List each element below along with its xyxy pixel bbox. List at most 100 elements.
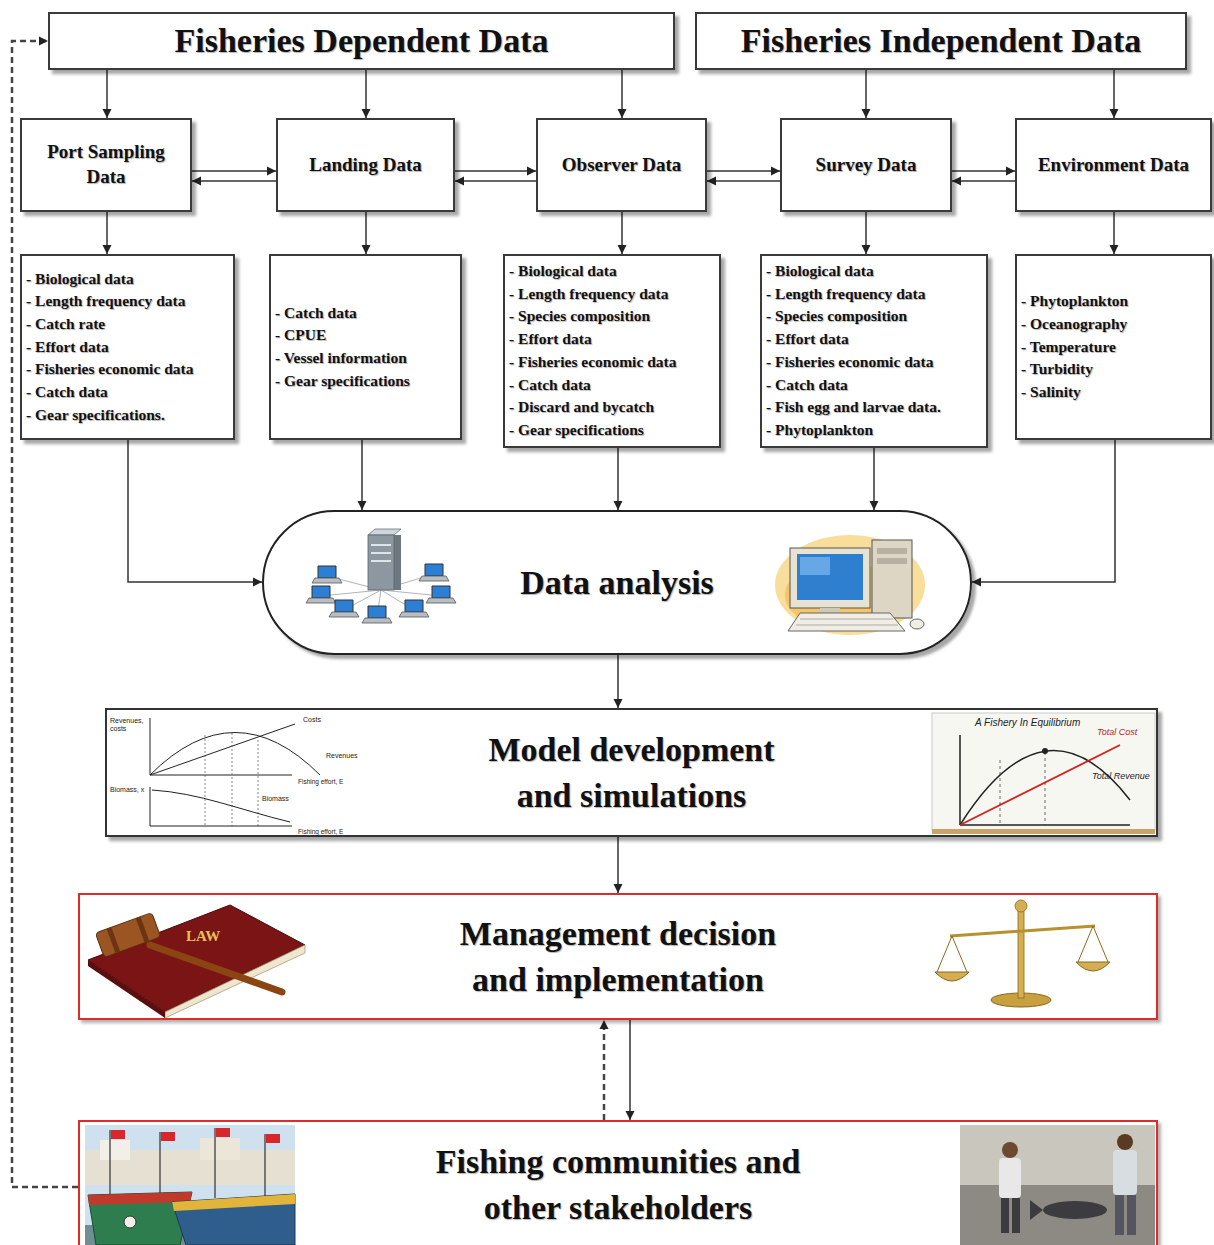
connector-line [952, 180, 1015, 182]
item-list-box: - Biological data- Length frequency data… [503, 254, 721, 448]
connector [358, 440, 367, 510]
chart-label: Fishing effort, E [298, 778, 343, 785]
key-row [800, 619, 893, 620]
scale-finial [1015, 900, 1027, 912]
source-box: Landing Data [276, 118, 455, 212]
connector-line [873, 448, 875, 510]
arrowhead [103, 109, 112, 118]
arrowhead [618, 109, 627, 118]
list-item: - Effort data [509, 328, 592, 351]
list-item: - Fisheries economic data [509, 351, 676, 374]
process-stadium: Data analysis [262, 510, 972, 655]
curve-point [1042, 748, 1048, 754]
list-item: - Fisheries economic data [26, 358, 193, 381]
list-item: - Gear specifications [509, 419, 644, 442]
connector-line [455, 170, 536, 172]
key-row [796, 625, 898, 626]
arrowhead [862, 109, 871, 118]
wall [960, 1125, 1155, 1245]
mast [159, 1132, 161, 1195]
arrowhead [253, 578, 262, 587]
connector-line [707, 170, 780, 172]
server-side [394, 535, 401, 590]
pan-string [937, 936, 952, 972]
keyboard [788, 613, 905, 631]
connector-line [192, 170, 276, 172]
arrowhead [626, 1111, 635, 1120]
connector-line [952, 170, 1015, 172]
balance-scale [935, 900, 1110, 1007]
arrowhead [618, 245, 627, 254]
list-item: - CPUE [275, 324, 326, 347]
guide-line [205, 735, 206, 826]
server-slot [371, 552, 391, 554]
laptop-icon [419, 564, 449, 581]
list-item: - Temperature [1021, 336, 1116, 359]
list-item: - Fish egg and larvae data. [766, 396, 941, 419]
arrowhead [870, 501, 879, 510]
arrowhead [39, 37, 48, 46]
cost-line [960, 745, 1120, 825]
sky [85, 1125, 295, 1245]
connector [862, 212, 871, 254]
list-item: - Catch rate [26, 313, 105, 336]
connector [862, 70, 871, 118]
arrowhead [614, 884, 623, 893]
person-head [1002, 1142, 1018, 1158]
drive-bay [877, 548, 907, 554]
item-list-box: - Phytoplankton- Oceanography- Temperatu… [1015, 254, 1212, 440]
connector [128, 440, 262, 587]
list-item: - Phytoplankton [1021, 290, 1128, 313]
connector [870, 448, 879, 510]
list-item: - Fisheries economic data [766, 351, 933, 374]
connector-line [603, 1020, 606, 1120]
mast [109, 1130, 111, 1195]
revenue-curve [960, 751, 1130, 825]
arrowhead [862, 245, 871, 254]
connector [972, 440, 1115, 587]
boats-photo [85, 1125, 295, 1245]
arrowhead [362, 245, 371, 254]
connector-line [617, 448, 619, 510]
server-slot [371, 544, 391, 546]
connector-line [707, 180, 780, 182]
server-top [368, 529, 401, 535]
boat-hull [172, 1194, 295, 1245]
chart-label: A Fishery In Equilibrium [975, 717, 1080, 728]
board [932, 713, 1155, 831]
drive-bay [877, 558, 907, 564]
axis [959, 735, 961, 825]
chart-label: LAW [186, 928, 220, 945]
cost-line [150, 724, 295, 775]
book-spine [88, 960, 165, 1018]
list-item: - Gear specifications. [26, 404, 165, 427]
node-label: Landing Data [309, 153, 421, 178]
arrowhead [614, 699, 623, 708]
connector [1110, 70, 1119, 118]
connector [1110, 212, 1119, 254]
source-box: Environment Data [1015, 118, 1212, 212]
building [100, 1140, 130, 1160]
revenue-curve [150, 733, 320, 776]
scale-pole [1018, 910, 1024, 998]
node-label: Data analysis [520, 564, 714, 602]
connector [626, 1020, 635, 1120]
arrowhead [192, 177, 201, 186]
arrowhead [1110, 109, 1119, 118]
bioeconomic-chart [150, 718, 320, 826]
list-item: - Effort data [26, 336, 109, 359]
gavel-band [107, 927, 121, 953]
laptop-icon [329, 600, 359, 617]
board-tray [932, 829, 1155, 834]
connector-line [361, 440, 363, 510]
node-label: Survey Data [816, 153, 917, 178]
arrowhead [1110, 245, 1119, 254]
person-leg [1127, 1195, 1136, 1235]
connector [614, 448, 623, 510]
list-item: - Turbidity [1021, 358, 1093, 381]
connector [455, 167, 536, 186]
connector [600, 1020, 609, 1120]
splash [775, 535, 925, 635]
